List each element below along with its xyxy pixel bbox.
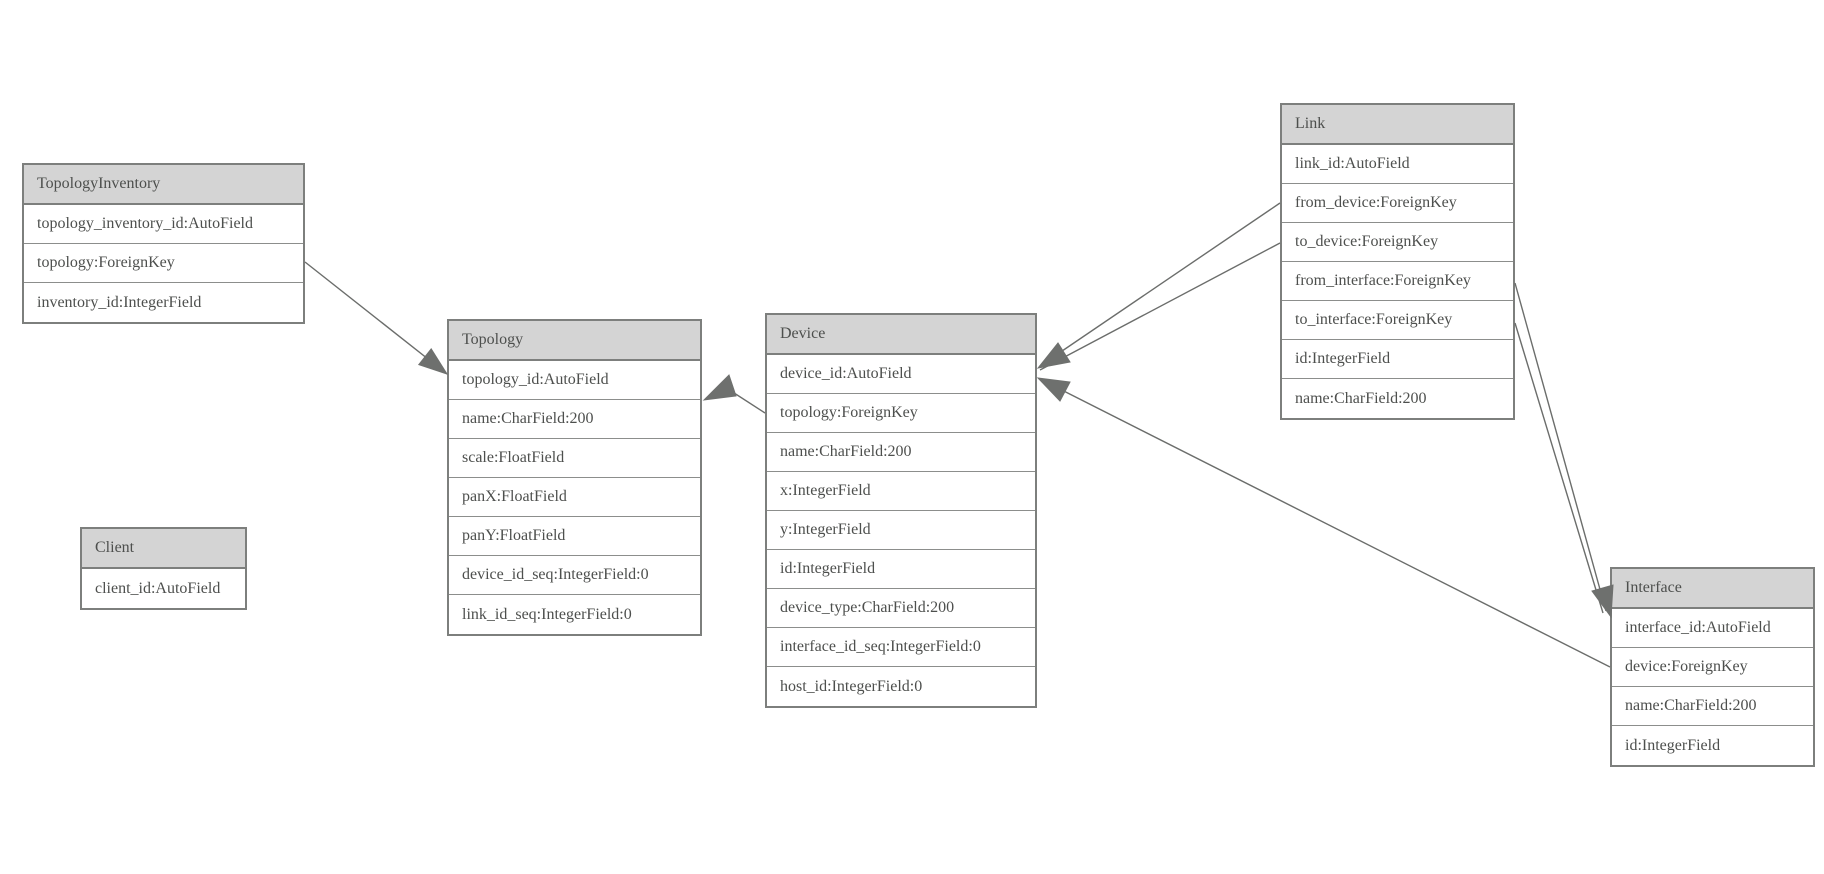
edge-topologyinventory-to-topology <box>304 261 448 375</box>
field-topology-topology-id: topology_id:AutoField <box>449 361 700 400</box>
entity-topology: Topology topology_id:AutoField name:Char… <box>447 319 702 636</box>
edge-device-to-topology <box>730 390 766 414</box>
entity-link-title: Link <box>1282 105 1513 145</box>
field-link-id: id:IntegerField <box>1282 340 1513 379</box>
entity-device: Device device_id:AutoField topology:Fore… <box>765 313 1037 708</box>
entity-topology-title: Topology <box>449 321 700 361</box>
field-link-from-device: from_device:ForeignKey <box>1282 184 1513 223</box>
entity-interface: Interface interface_id:AutoField device:… <box>1610 567 1815 767</box>
edge-link-from-device-to-device <box>1039 202 1281 367</box>
field-device-y: y:IntegerField <box>767 511 1035 550</box>
entity-interface-title: Interface <box>1612 569 1813 609</box>
arrowhead-interface-to-device <box>1036 377 1071 402</box>
field-device-topology: topology:ForeignKey <box>767 394 1035 433</box>
field-topology-panx: panX:FloatField <box>449 478 700 517</box>
arrowhead-link-to-device <box>1036 342 1071 369</box>
field-link-to-interface: to_interface:ForeignKey <box>1282 301 1513 340</box>
field-device-device-type: device_type:CharField:200 <box>767 589 1035 628</box>
entity-topology-inventory-title: TopologyInventory <box>24 165 303 205</box>
edge-link-from-interface-to-interface <box>1514 282 1607 612</box>
edge-link-to-interface-to-interface <box>1514 322 1604 614</box>
field-link-name: name:CharField:200 <box>1282 379 1513 418</box>
field-topology-inventory-inventory-id: inventory_id:IntegerField <box>24 283 303 322</box>
field-device-device-id: device_id:AutoField <box>767 355 1035 394</box>
field-client-client-id: client_id:AutoField <box>82 569 245 608</box>
field-device-interface-id-seq: interface_id_seq:IntegerField:0 <box>767 628 1035 667</box>
field-link-link-id: link_id:AutoField <box>1282 145 1513 184</box>
field-device-host-id: host_id:IntegerField:0 <box>767 667 1035 706</box>
entity-client: Client client_id:AutoField <box>80 527 247 610</box>
field-topology-name: name:CharField:200 <box>449 400 700 439</box>
entity-device-title: Device <box>767 315 1035 355</box>
field-topology-inventory-id: topology_inventory_id:AutoField <box>24 205 303 244</box>
edge-link-to-device-to-device <box>1039 242 1281 371</box>
arrowhead-device-to-topology <box>702 374 737 401</box>
field-device-id: id:IntegerField <box>767 550 1035 589</box>
edge-interface-to-device <box>1039 378 1611 668</box>
field-topology-pany: panY:FloatField <box>449 517 700 556</box>
field-link-from-interface: from_interface:ForeignKey <box>1282 262 1513 301</box>
field-interface-name: name:CharField:200 <box>1612 687 1813 726</box>
field-device-name: name:CharField:200 <box>767 433 1035 472</box>
field-interface-id: id:IntegerField <box>1612 726 1813 765</box>
arrowhead-topologyinventory-to-topology <box>417 348 449 375</box>
field-topology-scale: scale:FloatField <box>449 439 700 478</box>
entity-topology-inventory: TopologyInventory topology_inventory_id:… <box>22 163 305 324</box>
field-interface-device: device:ForeignKey <box>1612 648 1813 687</box>
entity-link: Link link_id:AutoField from_device:Forei… <box>1280 103 1515 420</box>
field-link-to-device: to_device:ForeignKey <box>1282 223 1513 262</box>
field-interface-interface-id: interface_id:AutoField <box>1612 609 1813 648</box>
entity-client-title: Client <box>82 529 245 569</box>
field-topology-inventory-topology: topology:ForeignKey <box>24 244 303 283</box>
field-topology-link-id-seq: link_id_seq:IntegerField:0 <box>449 595 700 634</box>
field-device-x: x:IntegerField <box>767 472 1035 511</box>
field-topology-device-id-seq: device_id_seq:IntegerField:0 <box>449 556 700 595</box>
